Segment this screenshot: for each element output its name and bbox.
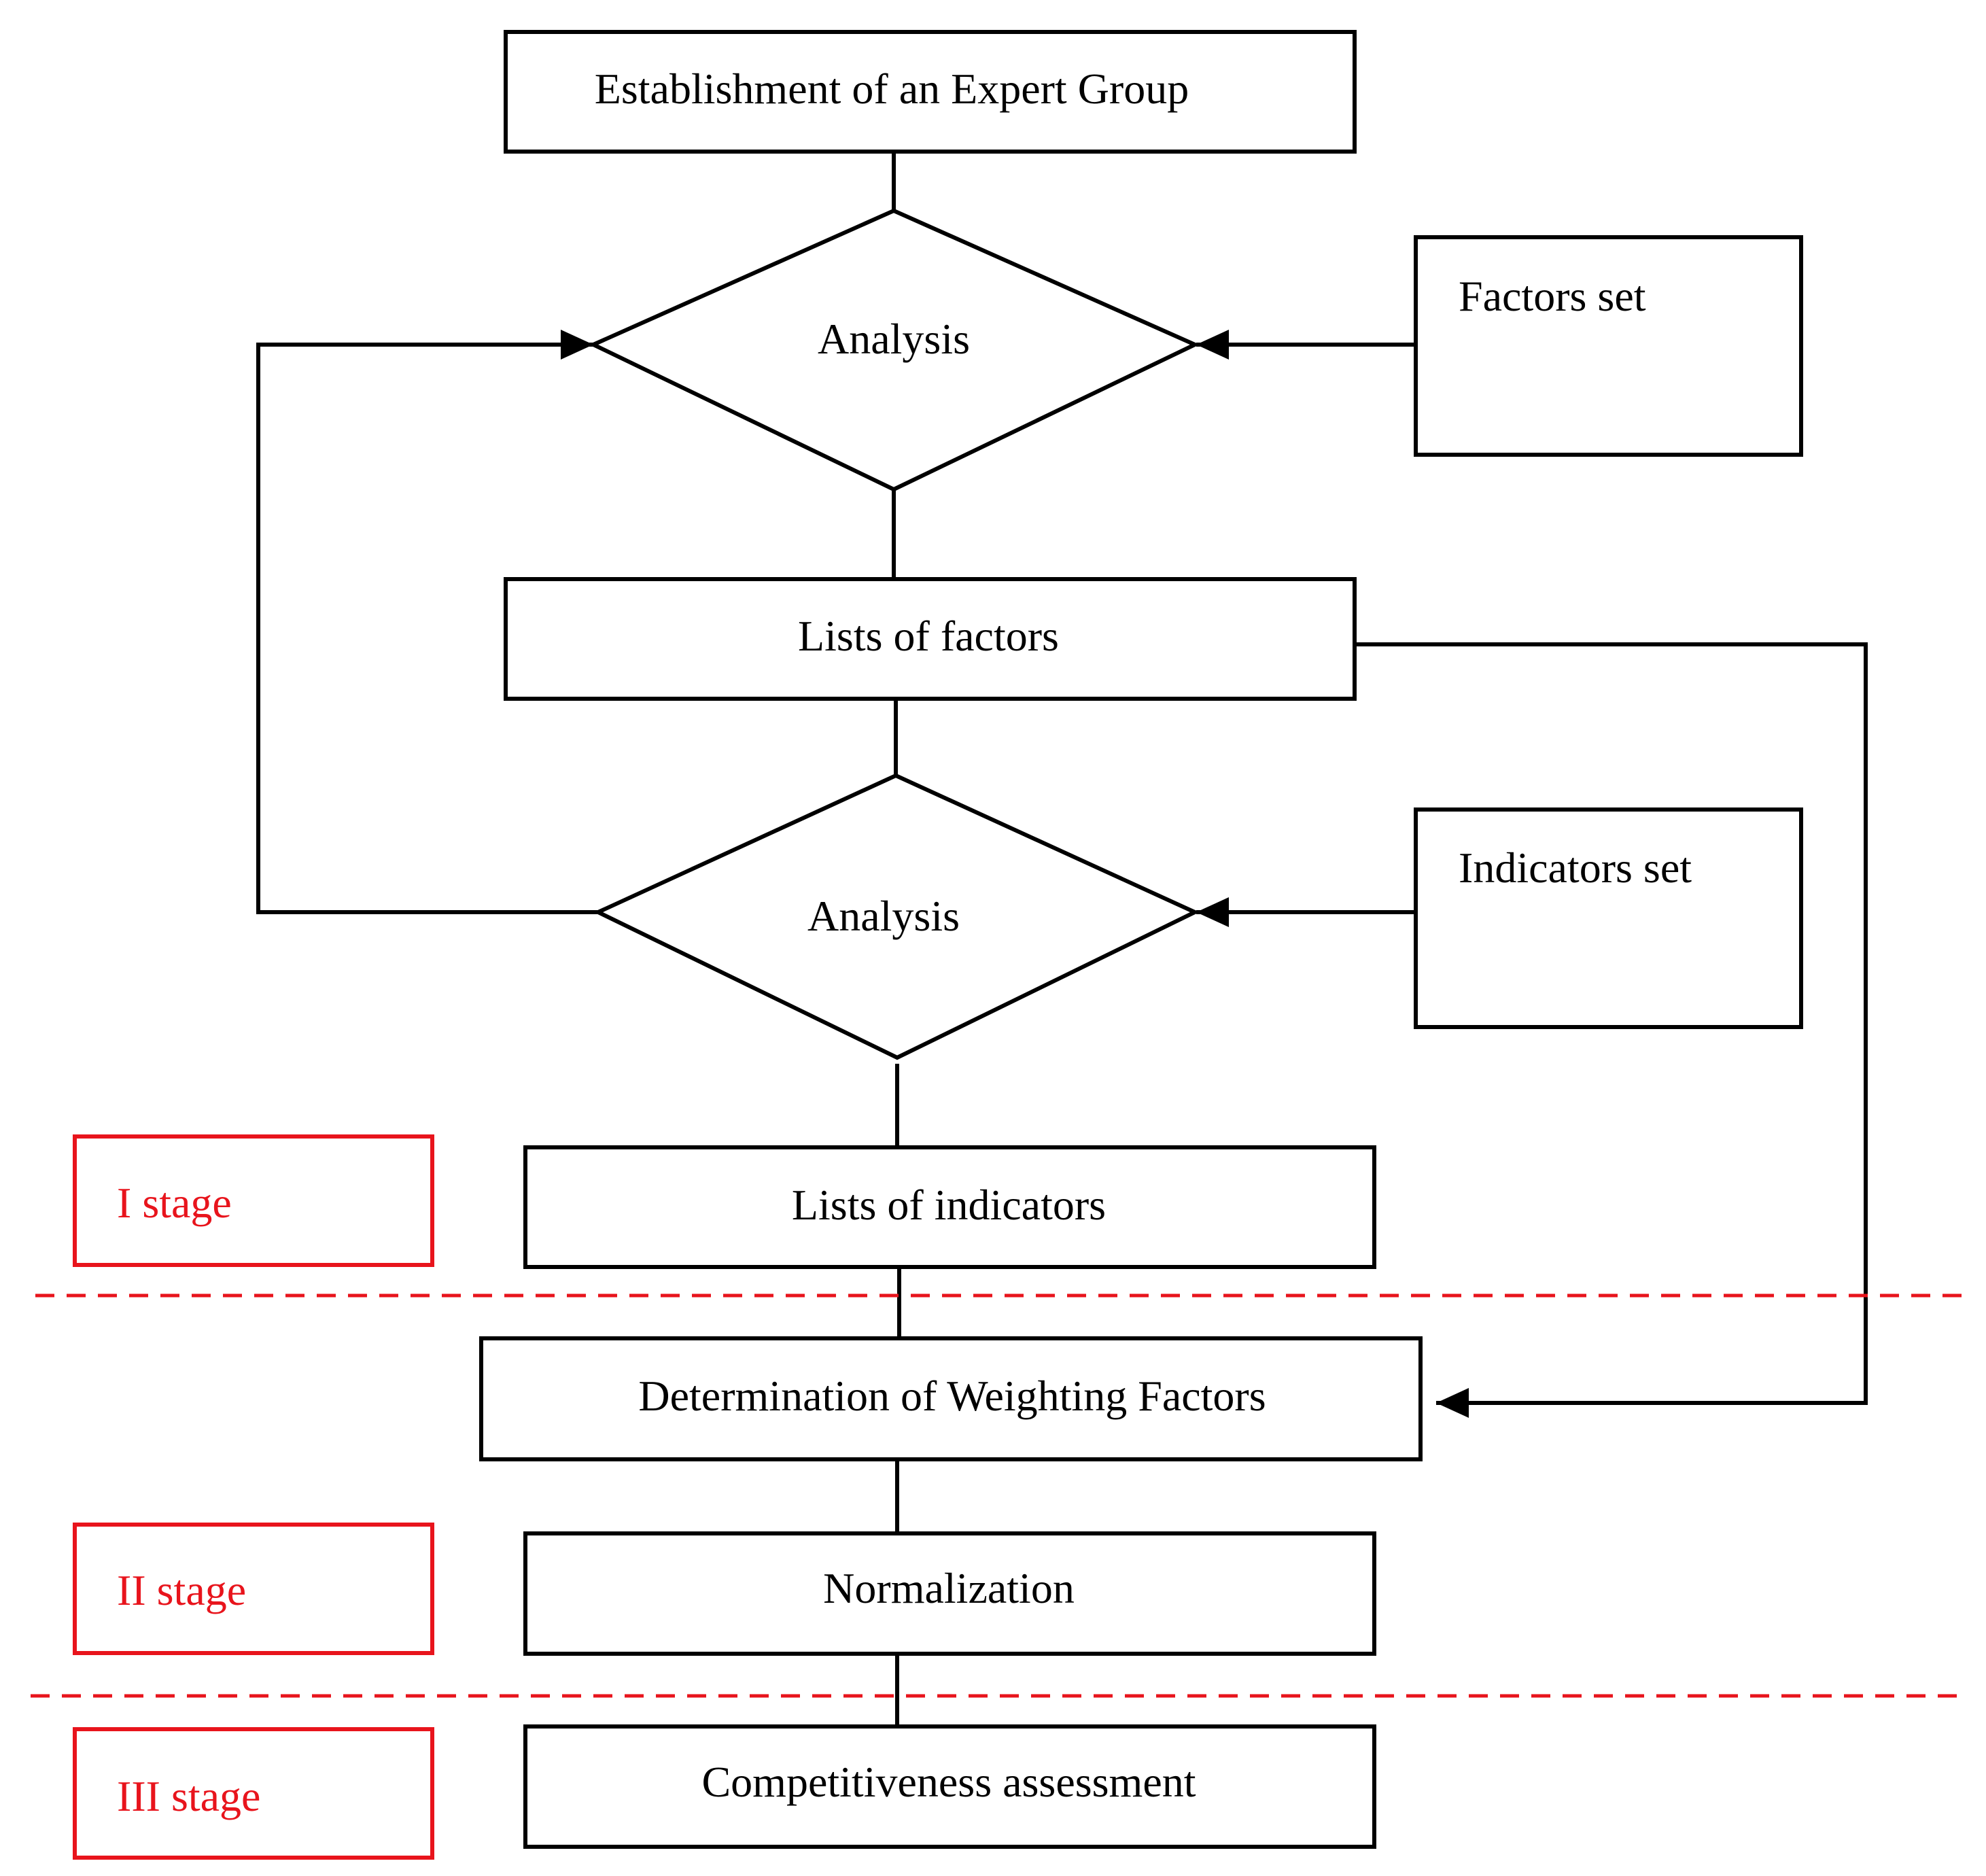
stage-label-3: III stage — [73, 1727, 434, 1860]
stage-label-1-text: I stage — [117, 1179, 232, 1227]
weighting-factors-box: Determination of Weighting Factors — [479, 1336, 1423, 1461]
lists-of-factors-label: Lists of factors — [798, 612, 1059, 660]
competitiveness-label: Competitiveness assessment — [701, 1758, 1196, 1806]
stage-dividers — [31, 1293, 1971, 1698]
weighting-factors-label: Determination of Weighting Factors — [638, 1372, 1266, 1420]
analysis-1-label: Analysis — [818, 315, 970, 363]
expert-group-box: Establishment of an Expert Group — [504, 30, 1357, 154]
indicators-set-label: Indicators set — [1459, 844, 1692, 892]
indicators-set-box: Indicators set — [1414, 807, 1803, 1029]
lists-of-indicators-label: Lists of indicators — [792, 1181, 1106, 1229]
stage-label-2: II stage — [73, 1523, 434, 1655]
connectors — [256, 152, 1868, 1725]
stage-label-1: I stage — [73, 1134, 434, 1267]
feedback-loop-arrow — [256, 330, 598, 914]
stage-label-3-text: III stage — [117, 1772, 260, 1820]
lists-of-factors-box: Lists of factors — [504, 577, 1357, 701]
lists-of-indicators-box: Lists of indicators — [523, 1145, 1376, 1269]
competitiveness-box: Competitiveness assessment — [523, 1724, 1376, 1849]
normalization-box: Normalization — [523, 1531, 1376, 1656]
analysis-decision-1: Analysis — [588, 208, 1200, 492]
factors-set-box: Factors set — [1414, 235, 1803, 457]
analysis-decision-2: Analysis — [593, 773, 1200, 1060]
stage-label-2-text: II stage — [117, 1566, 246, 1614]
expert-group-label: Establishment of an Expert Group — [595, 65, 1189, 113]
normalization-label: Normalization — [823, 1564, 1075, 1612]
factors-set-label: Factors set — [1459, 272, 1646, 320]
analysis-2-label: Analysis — [807, 892, 960, 940]
factor-list-to-weighting-arrow — [1355, 642, 1868, 1418]
